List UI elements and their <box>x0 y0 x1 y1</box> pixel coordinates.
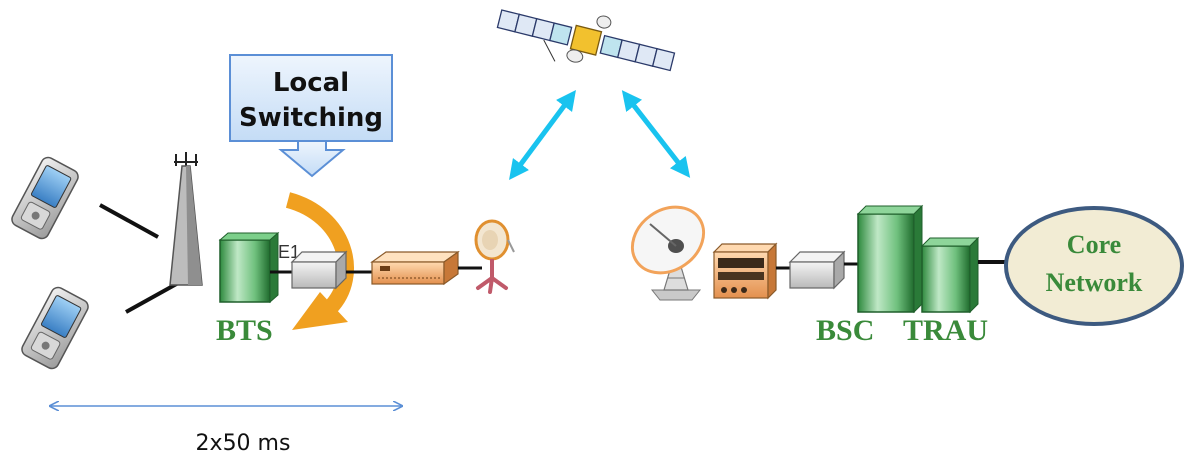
local-switching-arrow <box>285 192 354 330</box>
trau-label: TRAU <box>903 314 988 347</box>
radio-link <box>99 203 159 239</box>
bts-cabinet-icon <box>218 231 280 304</box>
small-dish-icon <box>474 219 515 294</box>
core-network-line-1: Core <box>1067 230 1121 259</box>
trau-cabinet-icon <box>920 236 980 314</box>
earth-station-dish-icon <box>630 205 706 301</box>
callout-line-1: Local <box>273 68 349 98</box>
phone-icon <box>11 156 79 240</box>
delay-label: 2x50 ms <box>196 431 291 456</box>
satellite-uplink-arrow <box>509 89 576 181</box>
radio-link <box>125 280 181 314</box>
core-network-node: Core Network <box>1004 206 1184 326</box>
phone-icon <box>21 286 89 370</box>
callout-line-2: Switching <box>239 103 383 133</box>
bts-label: BTS <box>216 314 273 347</box>
switch-box-icon <box>788 250 846 290</box>
core-network-line-2: Network <box>1046 268 1143 297</box>
modem-icon <box>370 250 460 286</box>
tower-antenna-icon <box>169 152 203 286</box>
satellite-icon <box>496 9 676 72</box>
satellite-downlink-arrow <box>621 90 691 178</box>
e1-label: E1 <box>278 242 300 262</box>
receiver-rack-icon <box>712 242 778 300</box>
bsc-cabinet-icon <box>856 204 924 314</box>
local-switching-callout: Local Switching <box>229 54 393 178</box>
e1-box-icon <box>290 250 348 290</box>
bsc-label: BSC <box>816 314 874 347</box>
